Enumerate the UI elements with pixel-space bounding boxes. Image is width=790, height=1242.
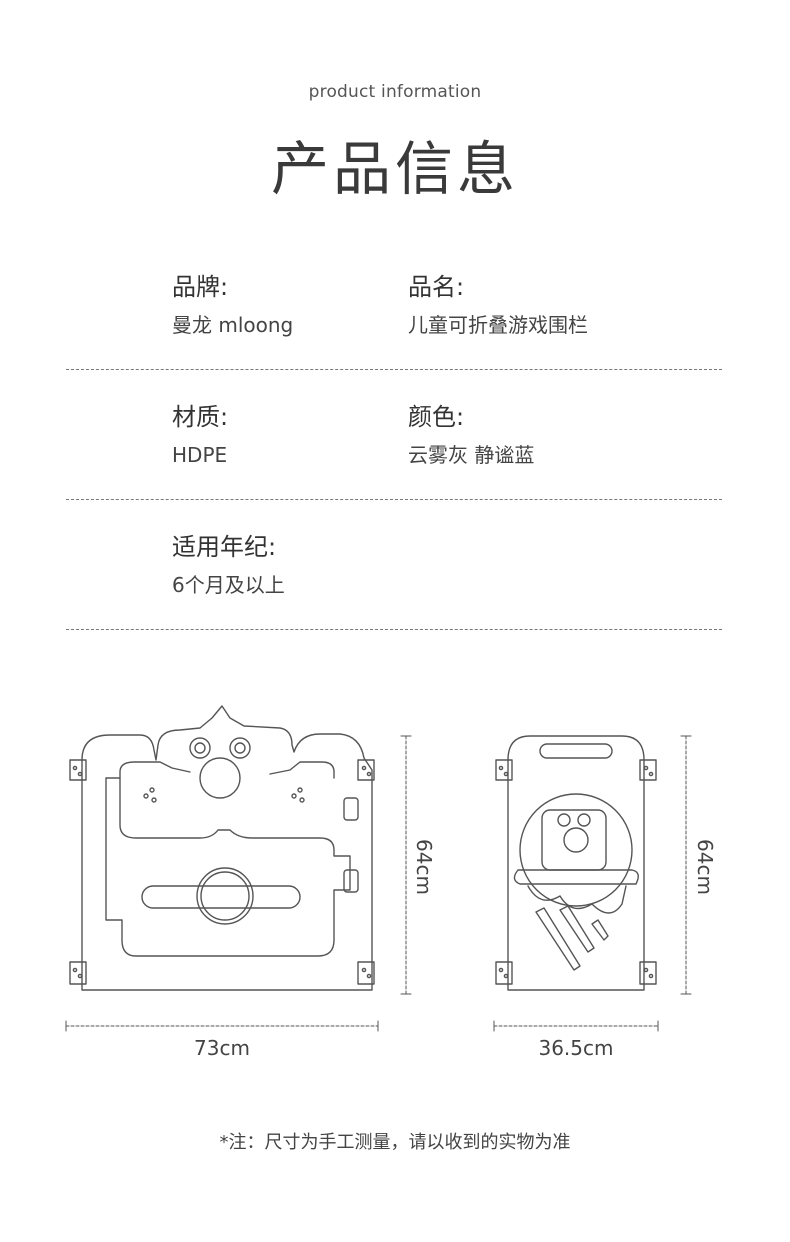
spec-row-3: 适用年纪: 6个月及以上 [66,532,722,660]
spec-value: 云雾灰 静谧蓝 [408,443,535,467]
spec-label: 品名: [408,273,465,301]
spec-color: 颜色: 云雾灰 静谧蓝 [408,402,534,468]
dashed-divider [66,629,722,630]
spec-material: 材质: HDPE [172,402,228,468]
page-subtitle: product information [308,82,482,102]
fence-panels-illustration [65,705,692,1032]
spec-age: 适用年纪: 6个月及以上 [172,532,285,598]
dimension-lines [65,735,692,1032]
page-title: 产品信息 [270,135,519,203]
large-panel-width-label: 73cm [194,1036,250,1060]
large-panel-height-label: 64cm [411,839,436,895]
spec-value: 曼龙 mloong [172,313,294,337]
small-panel-height-label: 64cm [692,839,717,895]
spec-row-1: 品牌: 曼龙 mloong 品名: 儿童可折叠游戏围栏 [66,272,722,400]
small-fence-panel [495,735,657,991]
spec-product-name: 品名: 儿童可折叠游戏围栏 [408,272,588,338]
spec-brand: 品牌: 曼龙 mloong [172,272,293,338]
spec-label: 材质: [172,403,229,431]
dashed-divider [66,369,722,370]
dashed-divider [66,499,722,500]
large-fence-panel [69,705,375,991]
small-panel-width-label: 36.5cm [538,1036,614,1060]
spec-label: 颜色: [408,403,465,431]
spec-value: 6个月及以上 [172,573,285,597]
spec-value: HDPE [172,443,228,467]
dimension-diagram: 64cm 64cm 73cm 36.5cm [0,690,790,1080]
spec-label: 品牌: [172,273,229,301]
spec-row-2: 材质: HDPE 颜色: 云雾灰 静谧蓝 [66,402,722,530]
measurement-note: *注：尺寸为手工测量，请以收到的实物为准 [219,1132,571,1153]
spec-value: 儿童可折叠游戏围栏 [408,313,588,337]
spec-label: 适用年纪: [172,533,277,561]
